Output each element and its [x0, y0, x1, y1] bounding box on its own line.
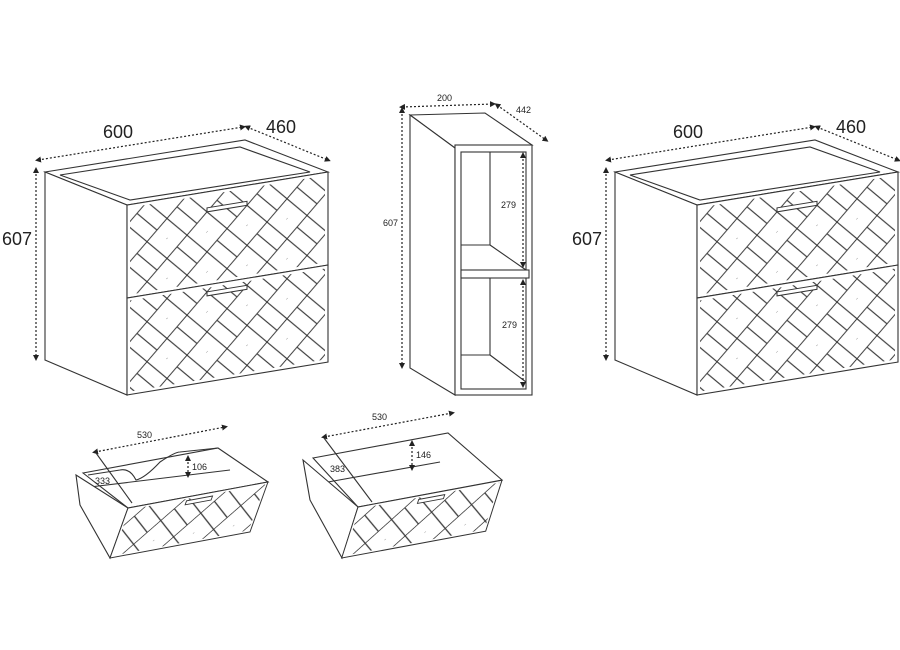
depth-label: 442	[516, 105, 531, 115]
width-label: 200	[437, 93, 452, 103]
height-label: 607	[2, 229, 32, 249]
width-label: 600	[103, 122, 133, 142]
cabinet-front	[696, 171, 899, 396]
middle-shelf	[460, 269, 530, 279]
upper-drawer-open: 530 106 333	[75, 424, 270, 560]
cabinet-front	[126, 171, 329, 396]
drawer-handle	[206, 200, 248, 213]
drawer-handle	[776, 284, 818, 297]
height-label: 607	[383, 218, 398, 228]
drawer-handle	[416, 494, 446, 505]
width-label: 530	[137, 430, 152, 440]
lower-compartment-label: 279	[502, 320, 517, 330]
height-label: 106	[192, 462, 207, 472]
upper-compartment-label: 279	[501, 200, 516, 210]
drawer-handle	[206, 284, 248, 297]
depth-label: 460	[836, 117, 866, 137]
open-shelf-unit: 200 442 607 279 279	[383, 93, 549, 396]
drawer-handle	[776, 200, 818, 213]
depth-label: 460	[266, 117, 296, 137]
cabinet-side-panel	[614, 171, 698, 396]
height-label: 146	[416, 450, 431, 460]
lower-drawer-open: 530 146 383	[302, 410, 504, 560]
right-vanity-cabinet: 600 460 607	[572, 117, 900, 396]
drawer-handle	[184, 495, 214, 506]
cabinet-side-panel	[44, 171, 128, 396]
depth-label: 383	[330, 464, 345, 474]
width-label: 600	[673, 122, 703, 142]
shelf-side-panel	[409, 113, 456, 396]
depth-label: 333	[95, 476, 110, 486]
height-label: 607	[572, 229, 602, 249]
left-vanity-cabinet: 600 460 607	[2, 117, 331, 396]
width-label: 530	[372, 412, 387, 422]
